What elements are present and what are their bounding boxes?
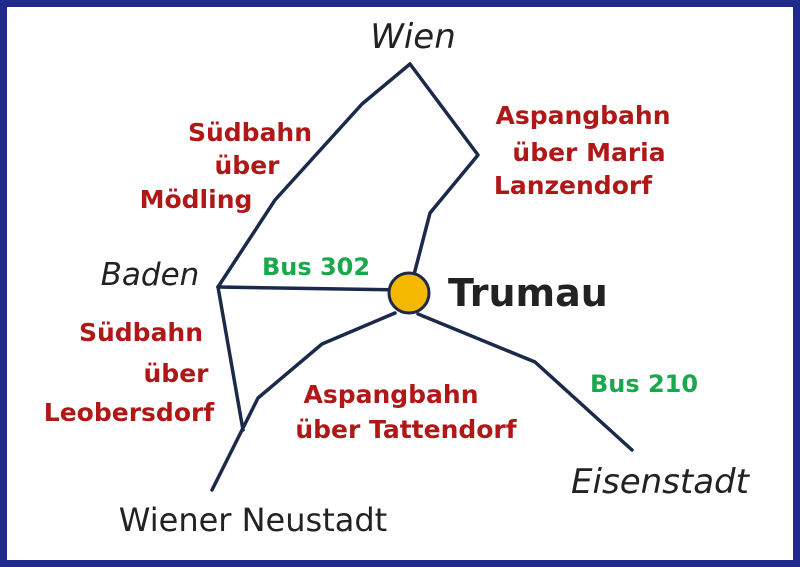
line-bus-302 [216, 285, 410, 292]
label-aspangbahn-tattendorf: Aspangbahn über Tattendorf [295, 380, 517, 444]
route-label-line: über Maria [512, 138, 665, 167]
route-label-line: Mödling [140, 185, 253, 214]
trumau-station-marker [387, 271, 431, 315]
route-label-line: Südbahn [79, 318, 203, 347]
label-suedbahn-leobersdorf: Südbahn über Leobersdorf [44, 318, 216, 427]
line-aspangbahn-tattendorf [210, 311, 397, 492]
line-bus-210 [416, 312, 634, 452]
label-aspangbahn-maria-lanzendorf: Aspangbahn über Maria Lanzendorf [494, 101, 671, 200]
route-label-line: über Tattendorf [295, 415, 517, 444]
label-suedbahn-moedling: Südbahn über Mödling [140, 118, 312, 214]
route-label-line: über [144, 359, 210, 388]
line-suedbahn-moedling [216, 62, 412, 289]
route-label-line: Aspangbahn [303, 380, 478, 409]
route-label-line: Südbahn [188, 118, 312, 147]
place-trumau: Trumau [448, 271, 608, 315]
label-bus-302: Bus 302 [262, 253, 370, 281]
route-label-line: Lanzendorf [494, 171, 653, 200]
place-eisenstadt: Eisenstadt [571, 462, 751, 502]
route-label-line: Aspangbahn [495, 101, 670, 130]
route-label-line: über [215, 151, 281, 180]
place-wiener-neustadt: Wiener Neustadt [119, 501, 387, 539]
label-bus-210: Bus 210 [590, 370, 698, 398]
route-label-line: Leobersdorf [44, 398, 216, 427]
place-baden: Baden [101, 257, 200, 293]
line-aspangbahn-maria-lanzendorf [408, 62, 480, 292]
place-wien: Wien [370, 17, 456, 57]
line-suedbahn-leobersdorf [216, 285, 245, 432]
